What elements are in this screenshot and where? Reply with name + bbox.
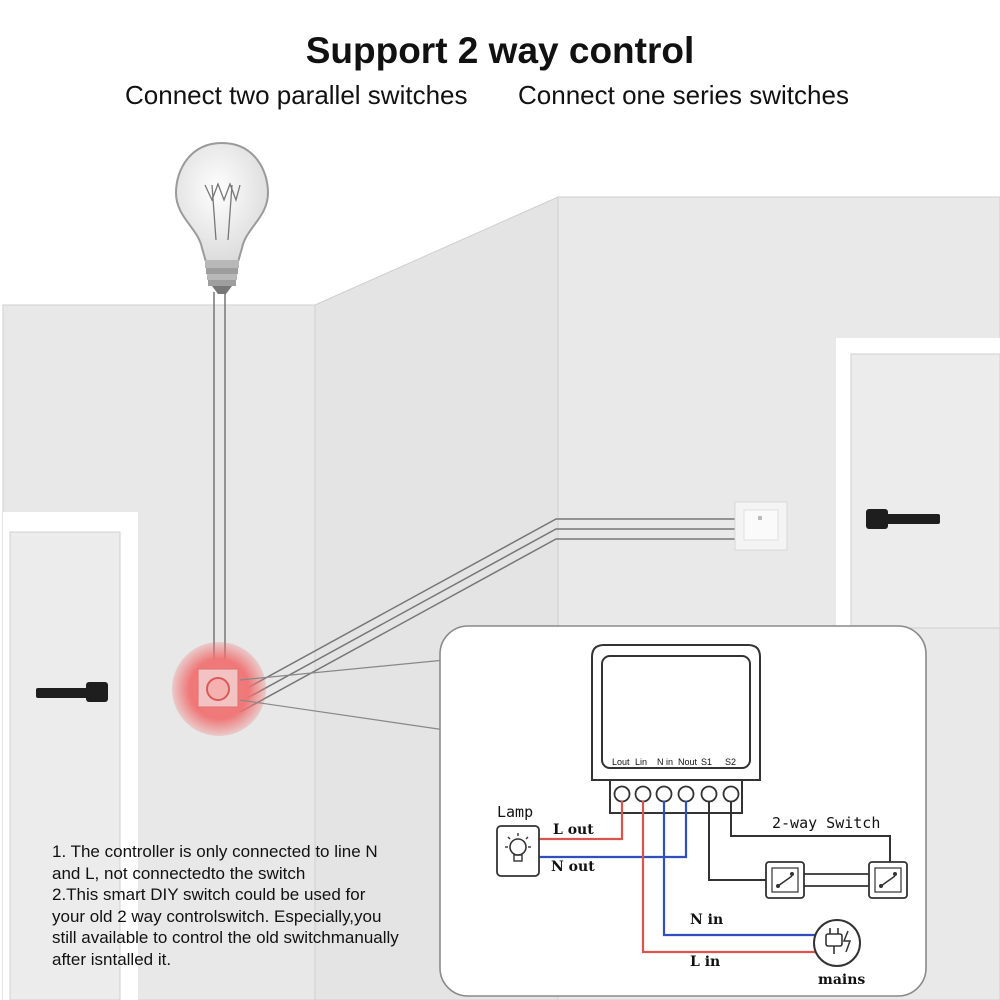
terminal-label-lout: Lout bbox=[612, 757, 630, 767]
terminal-screws bbox=[613, 785, 740, 803]
n-in-label: N in bbox=[690, 912, 724, 928]
subtitle-series: Connect one series switches bbox=[518, 80, 849, 110]
switch-2-icon bbox=[868, 861, 908, 899]
note-line: and L, not connectedto the switch bbox=[52, 863, 306, 883]
note-line: 1. The controller is only connected to l… bbox=[52, 842, 378, 861]
wire-n-in bbox=[662, 801, 816, 937]
lamp-icon bbox=[496, 825, 540, 877]
right-door bbox=[850, 353, 1000, 629]
installation-notes: 1. The controller is only connected to l… bbox=[52, 841, 472, 970]
terminal-label-s1: S1 bbox=[701, 757, 713, 767]
wire-n-out bbox=[539, 801, 688, 859]
mains-label: mains bbox=[818, 972, 866, 988]
left-door bbox=[9, 531, 121, 1000]
right-door-handle bbox=[866, 509, 940, 529]
terminal-label-lin: Lin bbox=[635, 757, 648, 767]
left-door-handle bbox=[36, 682, 108, 702]
wire-l-in bbox=[641, 801, 816, 954]
callout-lines bbox=[239, 659, 446, 731]
ceiling-wires bbox=[213, 292, 226, 668]
n-out-label: N out bbox=[551, 859, 595, 875]
note-line: still available to control the old switc… bbox=[52, 928, 399, 947]
note-line: after isntalled it. bbox=[52, 949, 172, 969]
note-line: your old 2 way controlswitch. Especially… bbox=[52, 906, 382, 926]
wire-s1 bbox=[708, 801, 766, 881]
page-title: Support 2 way control bbox=[305, 30, 695, 71]
l-in-label: L in bbox=[690, 954, 721, 970]
note-line: 2.This smart DIY switch could be used fo… bbox=[52, 885, 366, 904]
wall-wires bbox=[239, 518, 735, 713]
controller-glow bbox=[172, 642, 266, 736]
wire-s2 bbox=[730, 801, 891, 862]
wire-traveler bbox=[804, 873, 869, 887]
two-way-switch-label: 2-way Switch bbox=[772, 814, 881, 832]
switch-1-icon bbox=[765, 861, 805, 899]
terminal-label-nin: N in bbox=[657, 757, 674, 767]
mains-plug-icon bbox=[813, 919, 861, 967]
terminal-label-s2: S2 bbox=[725, 757, 737, 767]
smart-switch-module bbox=[591, 644, 761, 814]
terminal-label-nout: Nout bbox=[678, 757, 698, 767]
wall-switch bbox=[734, 501, 788, 551]
lamp-label: Lamp bbox=[497, 803, 534, 821]
wire-l-out bbox=[539, 801, 624, 841]
light-bulb-icon bbox=[174, 141, 270, 294]
l-out-label: L out bbox=[553, 822, 594, 838]
subtitle-parallel: Connect two parallel switches bbox=[125, 80, 468, 110]
